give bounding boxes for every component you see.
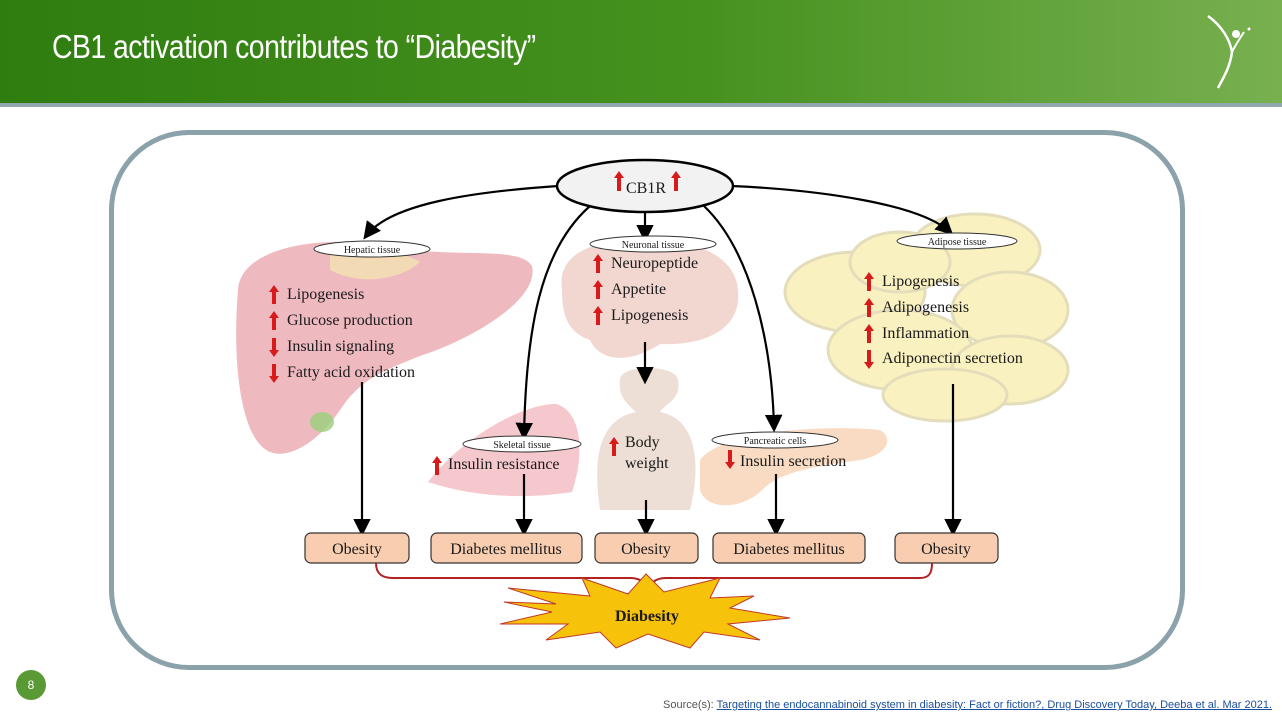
skeletal-effect: Insulin resistance (432, 456, 560, 475)
up-arrow-icon (864, 272, 874, 291)
effect-text: Lipogenesis (882, 273, 959, 290)
tissue-label-adipose: Adipose tissue (896, 232, 1018, 250)
tissue-label-neuronal: Neuronal tissue (589, 235, 717, 253)
adipose-illustration (783, 212, 1070, 423)
down-arrow-icon (725, 450, 735, 469)
slide-title: CB1 activation contributes to “Diabesity… (52, 28, 536, 65)
svg-text:Adipose tissue: Adipose tissue (928, 237, 987, 248)
adipose-effects: Lipogenesis Adipogenesis Inflammation Ad… (864, 272, 1023, 369)
effect-text: Fatty acid oxidation (287, 364, 415, 381)
svg-text:Diabetes mellitus: Diabetes mellitus (450, 541, 562, 558)
cb1r-label: CB1R (626, 180, 666, 197)
connector-adipose (731, 184, 954, 235)
tissue-label-skeletal: Skeletal tissue (462, 435, 582, 453)
tissue-label-hepatic: Hepatic tissue (313, 240, 431, 258)
effect-text: Inflammation (882, 325, 969, 342)
outcome-box: Obesity (594, 532, 699, 564)
up-arrow-icon (269, 311, 279, 330)
effect-text: weight (625, 455, 669, 472)
effect-text: Body (625, 434, 660, 451)
down-arrow-icon (864, 350, 874, 369)
effect-text: Adipogenesis (882, 299, 969, 316)
up-arrow-icon (593, 254, 603, 273)
effect-text: Appetite (611, 281, 666, 298)
outcome-box: Diabetes mellitus (712, 532, 866, 564)
hepatic-effects: Lipogenesis Glucose production Insulin s… (269, 285, 415, 383)
up-arrow-icon (671, 171, 681, 191)
svg-text:Diabetes mellitus: Diabetes mellitus (733, 541, 845, 558)
diabesity-label: Diabesity (615, 608, 679, 625)
source-citation: Source(s): Targeting the endocannabinoid… (663, 699, 1272, 711)
connector-skeletal (515, 205, 591, 441)
effect-text: Neuropeptide (611, 255, 698, 272)
up-arrow-icon (609, 437, 619, 456)
outcome-box: Obesity (894, 532, 999, 564)
effect-text: Lipogenesis (611, 307, 688, 324)
source-link[interactable]: Targeting the endocannabinoid system in … (716, 699, 1272, 711)
up-arrow-icon (432, 456, 442, 475)
effect-text: Insulin secretion (740, 453, 846, 470)
header-divider (0, 103, 1282, 107)
svg-text:Hepatic tissue: Hepatic tissue (344, 245, 401, 256)
connector-pancreatic (703, 205, 783, 433)
up-arrow-icon (864, 298, 874, 317)
body-weight-effect: Body weight (609, 434, 669, 472)
down-arrow-icon (269, 338, 279, 357)
cb1r-node: CB1R (555, 158, 735, 214)
outcome-box: Diabetes mellitus (430, 532, 583, 564)
svg-text:Pancreatic cells: Pancreatic cells (744, 436, 807, 447)
up-arrow-icon (864, 324, 874, 343)
up-arrow-icon (593, 306, 603, 325)
effect-text: Lipogenesis (287, 286, 364, 303)
effect-text: Insulin signaling (287, 338, 394, 355)
company-logo (1207, 14, 1251, 89)
liver-illustration (236, 241, 533, 454)
svg-text:Obesity: Obesity (332, 541, 382, 558)
effect-text: Glucose production (287, 312, 413, 329)
body-silhouette (597, 368, 696, 510)
pancreatic-effect: Insulin secretion (725, 450, 846, 470)
up-arrow-icon (593, 280, 603, 299)
tissue-label-pancreatic: Pancreatic cells (711, 431, 839, 449)
down-arrow-icon (269, 364, 279, 383)
outcome-box: Obesity (304, 532, 410, 564)
gallbladder-illustration (310, 412, 334, 432)
effect-text: Insulin resistance (448, 456, 560, 473)
up-arrow-icon (614, 171, 624, 191)
page-number-badge: 8 (16, 670, 46, 700)
effect-text: Adiponectin secretion (882, 350, 1023, 367)
slide-header (0, 0, 1282, 103)
svg-text:Obesity: Obesity (621, 541, 671, 558)
neuronal-effects: Neuropeptide Appetite Lipogenesis (593, 254, 698, 325)
svg-text:Neuronal tissue: Neuronal tissue (622, 240, 685, 251)
svg-text:Skeletal tissue: Skeletal tissue (493, 440, 551, 451)
diabesity-burst: Diabesity (499, 573, 791, 649)
brain-illustration (561, 239, 739, 358)
up-arrow-icon (269, 285, 279, 304)
svg-text:Obesity: Obesity (921, 541, 971, 558)
source-label: Source(s): (663, 699, 717, 711)
connector-hepatic (363, 184, 559, 240)
